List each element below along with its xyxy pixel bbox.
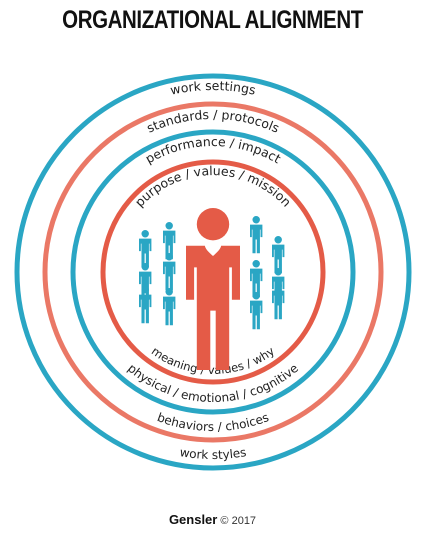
person-icon — [163, 253, 176, 291]
label-work-settings: work settings — [169, 78, 257, 98]
label-purpose-values-mission: purpose / values / mission — [132, 163, 295, 210]
heart-icon — [204, 240, 222, 256]
person-icon — [250, 216, 263, 254]
ring-outer-blue — [14, 73, 412, 471]
footer-credit: Gensler © 2017 — [0, 512, 425, 527]
person-icon — [139, 263, 152, 301]
people-group-left — [139, 222, 176, 326]
person-icon-center — [186, 208, 240, 370]
label-work-styles: work styles — [179, 445, 248, 462]
footer-brand: Gensler — [168, 512, 218, 527]
person-icon — [272, 282, 285, 320]
person-icon — [272, 236, 285, 274]
ring-middle-coral — [42, 101, 384, 443]
ring-inner-blue — [70, 129, 356, 415]
footer-copyright: © 2017 — [220, 515, 257, 527]
person-heart-icon — [186, 208, 240, 370]
page-title: ORGANIZATIONAL ALIGNMENT — [62, 6, 363, 34]
people-group-right — [250, 216, 285, 330]
person-icon — [250, 260, 263, 298]
ring-core-red — [100, 159, 326, 385]
person-icon — [139, 230, 152, 268]
person-icon — [250, 292, 263, 330]
person-icon — [163, 222, 176, 260]
person-icon — [163, 288, 176, 326]
person-icon — [139, 286, 152, 324]
